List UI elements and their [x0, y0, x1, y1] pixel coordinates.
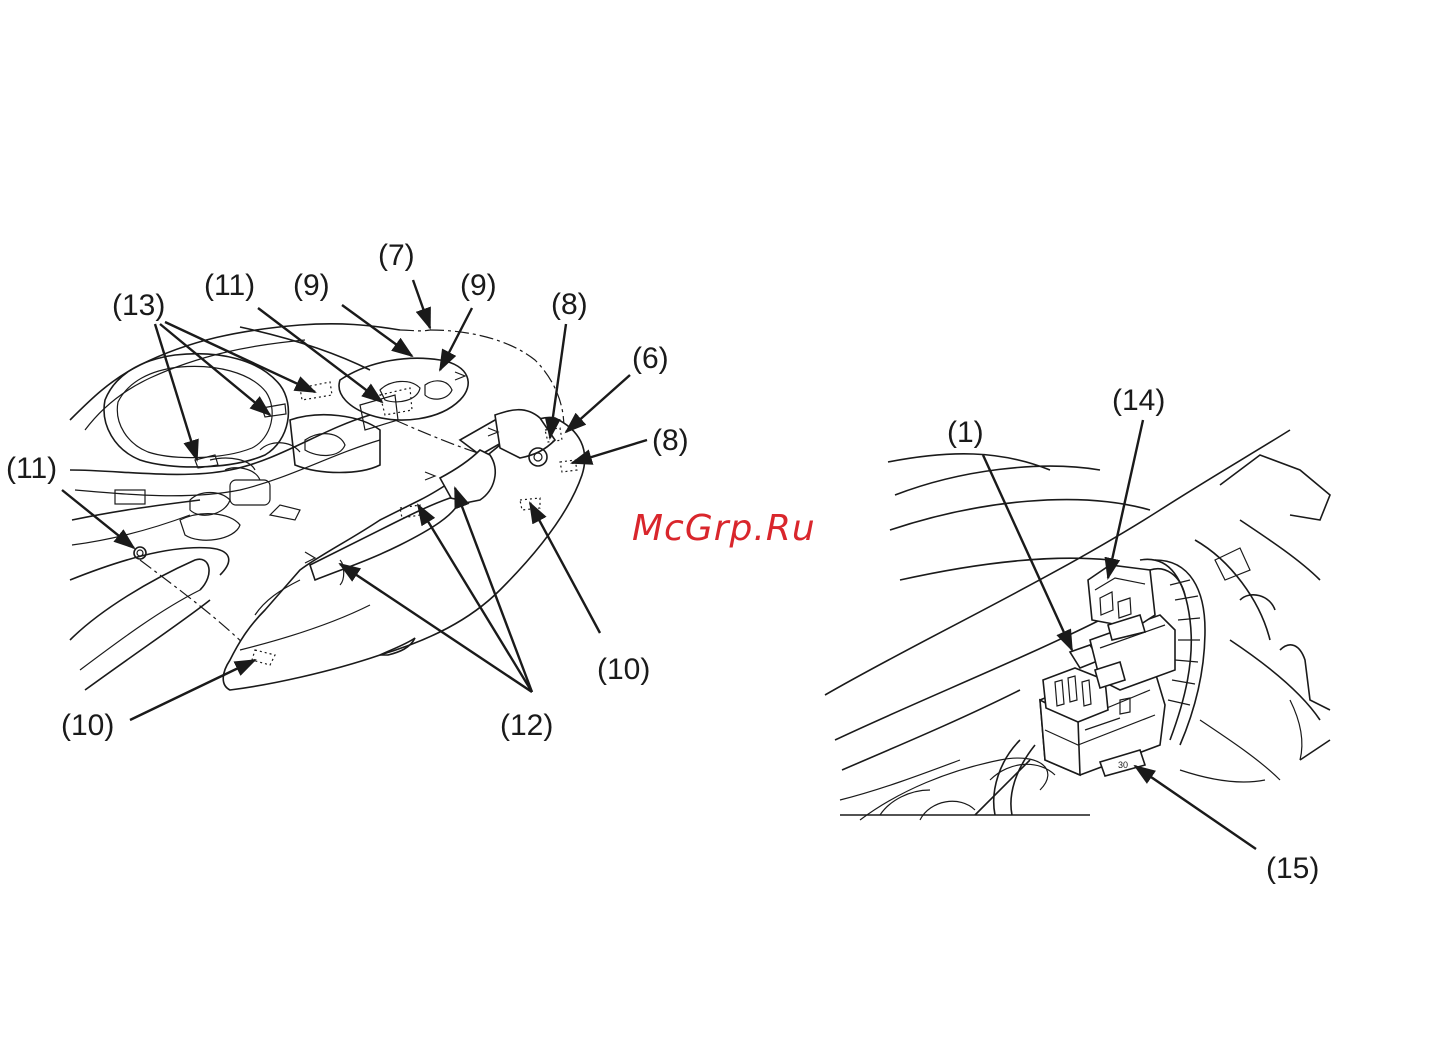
- callout-8-right: (8): [652, 424, 689, 457]
- callout-1: (1): [947, 416, 984, 449]
- callout-7: (7): [378, 239, 415, 272]
- relay-mark: 30: [1118, 760, 1128, 770]
- callout-10-right: (10): [597, 653, 650, 686]
- callout-9-left: (9): [293, 269, 330, 302]
- callout-15: (15): [1266, 852, 1319, 885]
- left-callouts: (7) (11) (9) (9) (13) (8) (6) (8) (11) (…: [6, 239, 689, 742]
- callout-12: (12): [500, 709, 553, 742]
- callout-13: (13): [112, 289, 165, 322]
- callout-9-right: (9): [460, 269, 497, 302]
- callout-11-top: (11): [204, 269, 255, 302]
- relay-drawing: 30: [825, 430, 1330, 820]
- rear-cowl-drawing: [70, 324, 585, 690]
- callout-6: (6): [632, 342, 669, 375]
- callout-10-left: (10): [61, 709, 114, 742]
- callout-11-left: (11): [6, 452, 57, 485]
- callout-14: (14): [1112, 384, 1165, 417]
- callout-8-top: (8): [551, 288, 588, 321]
- watermark-text: McGrp.Ru: [632, 508, 816, 549]
